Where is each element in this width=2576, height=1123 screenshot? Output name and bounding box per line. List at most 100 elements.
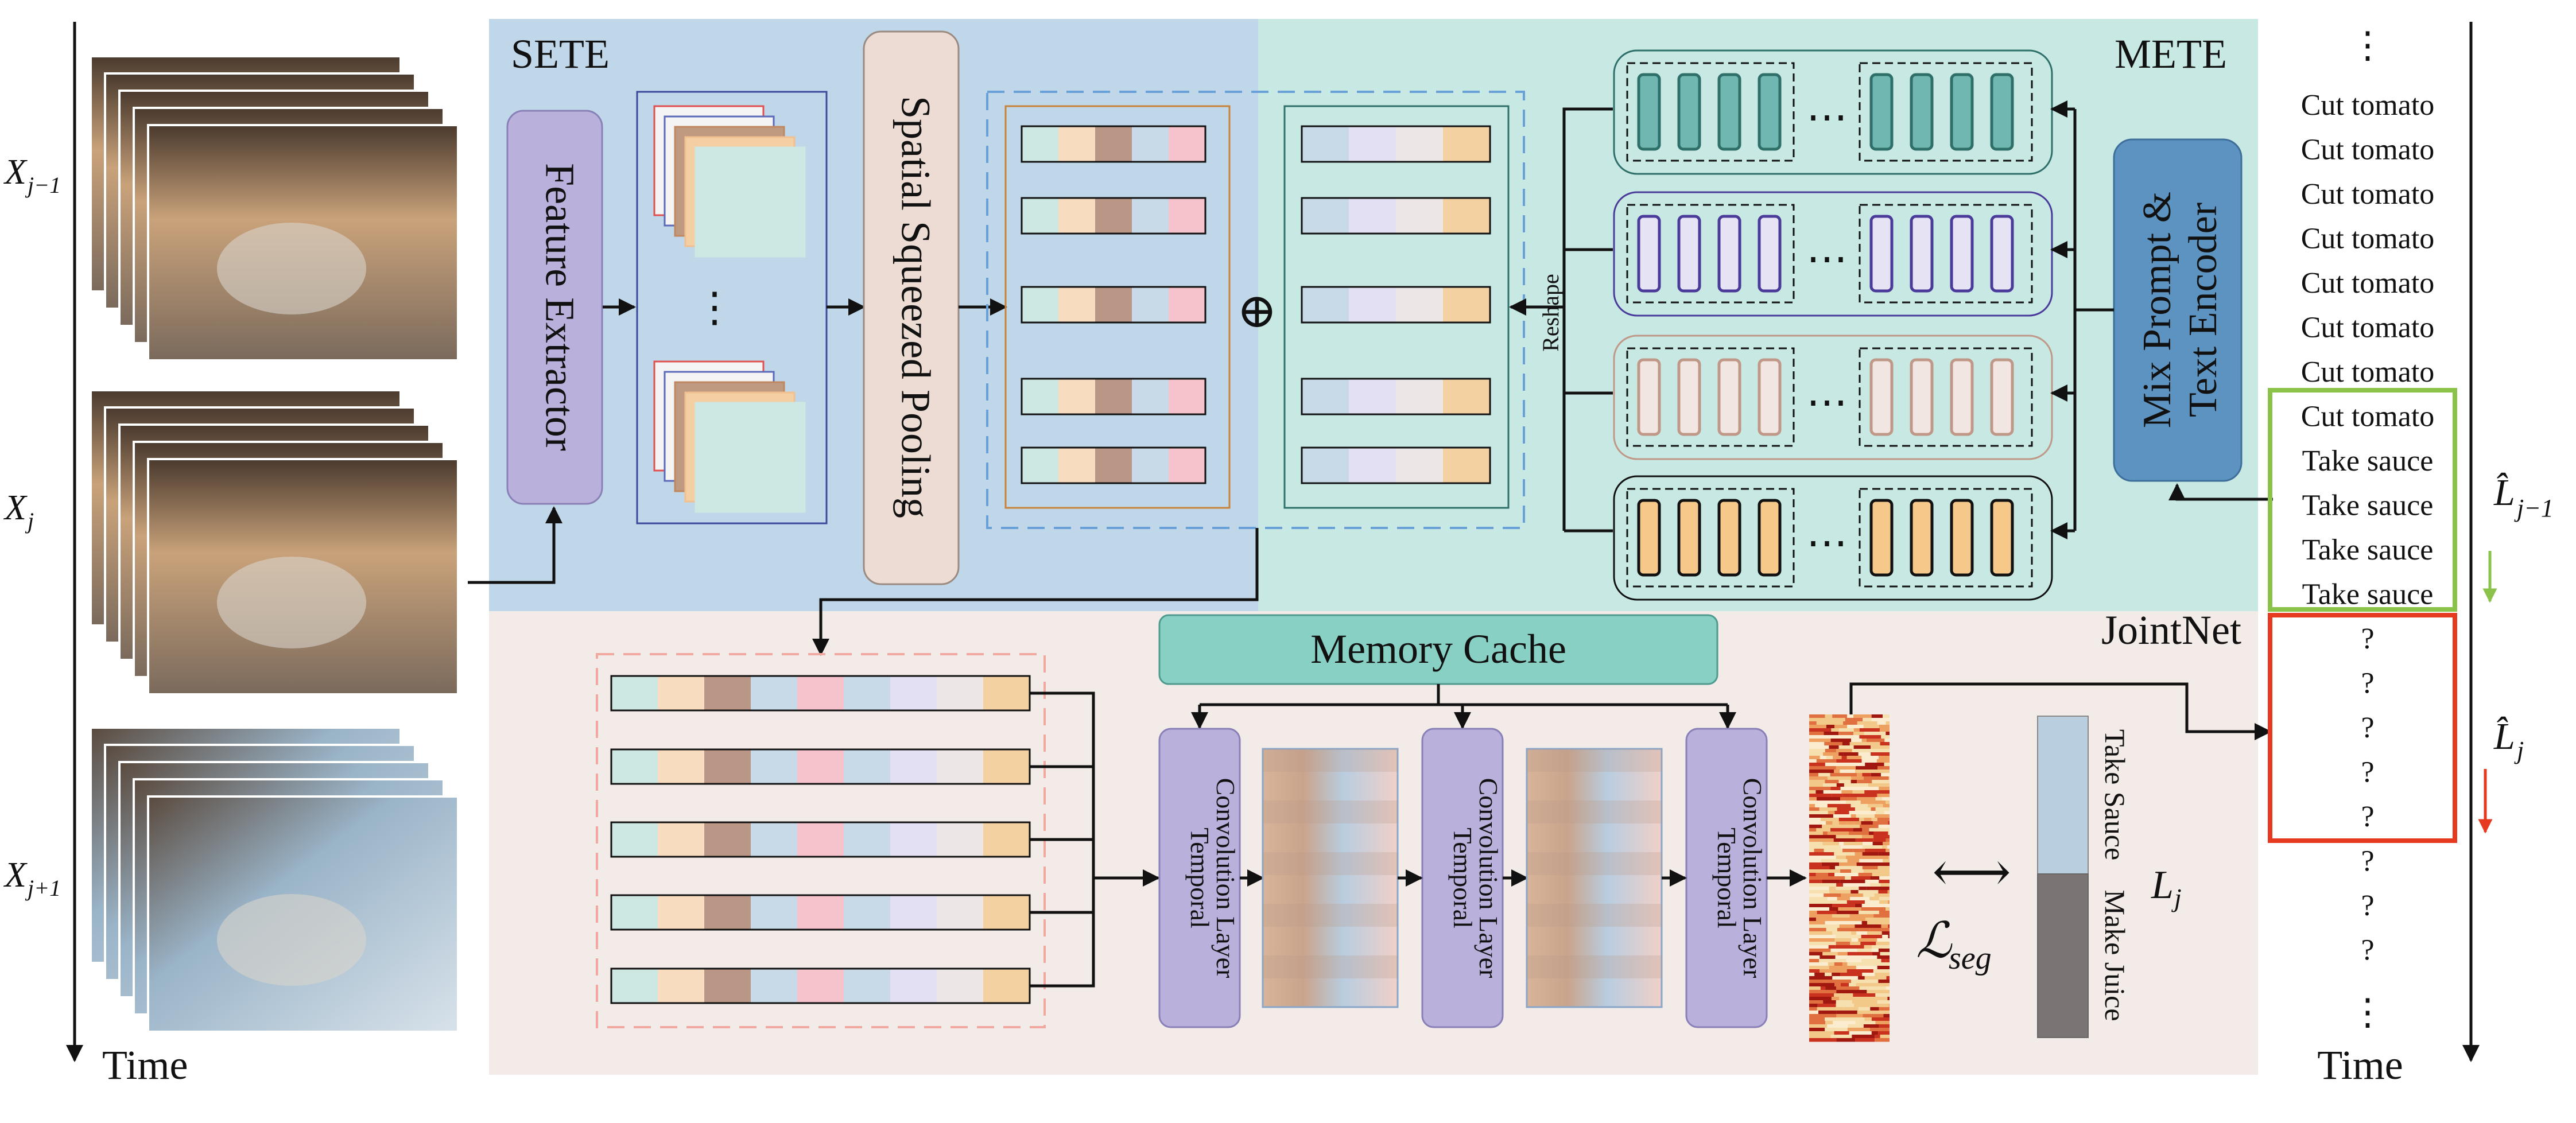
heatmap-cell bbox=[1850, 804, 1868, 808]
visual-token-cell bbox=[1132, 379, 1169, 414]
heatmap-cell bbox=[1843, 883, 1870, 887]
feature-extractor-label: Feature Extractor bbox=[537, 163, 583, 451]
svg-text:L: L bbox=[2151, 863, 2174, 907]
heatmap-cell bbox=[1837, 928, 1860, 932]
heatmap-cell bbox=[1859, 945, 1864, 949]
heatmap-cell bbox=[1886, 801, 1890, 805]
text-token-cell bbox=[1349, 287, 1396, 322]
joint-token-cell bbox=[611, 895, 658, 930]
sete-label: SETE bbox=[511, 31, 610, 77]
heatmap-cell bbox=[1875, 742, 1880, 746]
heatmap-cell bbox=[1877, 759, 1890, 763]
joint-token-cell bbox=[704, 676, 751, 710]
feature-map bbox=[696, 403, 805, 512]
feature-band bbox=[1527, 904, 1662, 927]
heatmap-cell bbox=[1843, 721, 1857, 725]
heatmap-cell bbox=[1809, 1017, 1825, 1021]
joint-token-cell bbox=[844, 676, 890, 710]
heatmap-cell bbox=[1850, 890, 1858, 894]
heatmap-cell bbox=[1889, 1004, 1890, 1008]
action-label: Take sauce bbox=[2302, 578, 2434, 611]
heatmap-cell bbox=[1809, 735, 1833, 739]
heatmap-cell bbox=[1879, 825, 1890, 829]
heatmap-cell bbox=[1822, 880, 1840, 884]
heatmap-cell bbox=[1832, 931, 1851, 935]
heatmap-cell bbox=[1883, 1014, 1890, 1018]
heatmap-cell bbox=[1825, 780, 1838, 784]
heatmap-cell bbox=[1865, 918, 1884, 922]
heatmap-cell bbox=[1871, 752, 1890, 756]
mete-label: METE bbox=[2115, 31, 2227, 77]
heatmap-cell bbox=[1844, 842, 1863, 846]
joint-token-cell bbox=[658, 895, 704, 930]
heatmap-cell bbox=[1839, 745, 1848, 749]
heatmap-cell bbox=[1838, 780, 1850, 784]
jointnet-label: JointNet bbox=[2101, 607, 2241, 653]
heatmap-cell bbox=[1884, 763, 1890, 767]
heatmap-cell bbox=[1887, 976, 1890, 980]
mete-token bbox=[1679, 360, 1700, 434]
heatmap-cell bbox=[1809, 938, 1835, 942]
heatmap-cell bbox=[1875, 973, 1890, 977]
mete-token bbox=[1679, 75, 1700, 149]
heatmap-cell bbox=[1809, 897, 1828, 901]
heatmap-cell bbox=[1889, 776, 1890, 780]
heatmap-cell bbox=[1828, 811, 1835, 815]
text-token-cell bbox=[1349, 448, 1396, 483]
heatmap-cell bbox=[1879, 983, 1890, 987]
svg-text:X: X bbox=[3, 488, 28, 527]
heatmap-cell bbox=[1873, 904, 1890, 908]
heatmap-cell bbox=[1851, 876, 1870, 880]
heatmap-cell bbox=[1880, 862, 1890, 866]
heatmap-cell bbox=[1838, 732, 1853, 736]
heatmap-cell bbox=[1829, 907, 1838, 911]
heatmap-cell bbox=[1832, 794, 1843, 798]
joint-token-cell bbox=[890, 676, 937, 710]
heatmap-cell bbox=[1854, 831, 1869, 836]
mete-token bbox=[1952, 500, 1972, 575]
heatmap-cell bbox=[1839, 997, 1862, 1001]
feature-band bbox=[1263, 955, 1398, 978]
heatmap-cell bbox=[1859, 887, 1866, 891]
heatmap-cell bbox=[1849, 831, 1854, 836]
heatmap-cell bbox=[1884, 811, 1890, 815]
reshape-label: Reshape bbox=[1538, 274, 1564, 352]
heatmap-cell bbox=[1840, 787, 1865, 791]
feature-band bbox=[1527, 801, 1662, 823]
heatmap-cell bbox=[1809, 1007, 1817, 1011]
heatmap-cell bbox=[1862, 828, 1869, 832]
joint-token-cell bbox=[983, 969, 1030, 1003]
joint-token-cell bbox=[937, 749, 983, 784]
heatmap-cell bbox=[1809, 1024, 1827, 1028]
heatmap-cell bbox=[1876, 942, 1890, 946]
heatmap-cell bbox=[1863, 866, 1878, 870]
action-label: ? bbox=[2361, 667, 2374, 700]
heatmap-cell bbox=[1852, 749, 1875, 753]
heatmap-cell bbox=[1878, 866, 1890, 870]
heatmap-cell bbox=[1886, 959, 1890, 963]
heatmap-cell bbox=[1809, 728, 1831, 732]
mix-prompt-label-2: Text Encoder bbox=[2181, 203, 2225, 417]
heatmap-cell bbox=[1824, 732, 1839, 736]
heatmap-cell bbox=[1825, 718, 1845, 722]
joint-token-cell bbox=[658, 676, 704, 710]
heatmap-cell bbox=[1835, 955, 1853, 959]
heatmap-cell bbox=[1857, 780, 1872, 784]
heatmap-cell bbox=[1850, 794, 1877, 798]
heatmap-cell bbox=[1823, 831, 1828, 836]
action-label: Cut tomato bbox=[2301, 134, 2435, 166]
feature-map bbox=[696, 147, 805, 257]
svg-text:ℒ: ℒ bbox=[1916, 913, 1953, 968]
heatmap-cell bbox=[1886, 721, 1890, 725]
svg-text:j: j bbox=[2514, 736, 2524, 764]
heatmap-cell bbox=[1834, 852, 1855, 856]
heatmap-cell bbox=[1879, 900, 1888, 904]
gt-make-juice-segment bbox=[2038, 874, 2088, 1037]
heatmap-cell bbox=[1809, 924, 1817, 928]
heatmap-cell bbox=[1860, 849, 1865, 853]
action-label: Cut tomato bbox=[2301, 312, 2435, 344]
mete-token bbox=[1719, 500, 1740, 575]
heatmap-cell bbox=[1863, 852, 1879, 856]
heatmap-cell bbox=[1846, 801, 1861, 805]
